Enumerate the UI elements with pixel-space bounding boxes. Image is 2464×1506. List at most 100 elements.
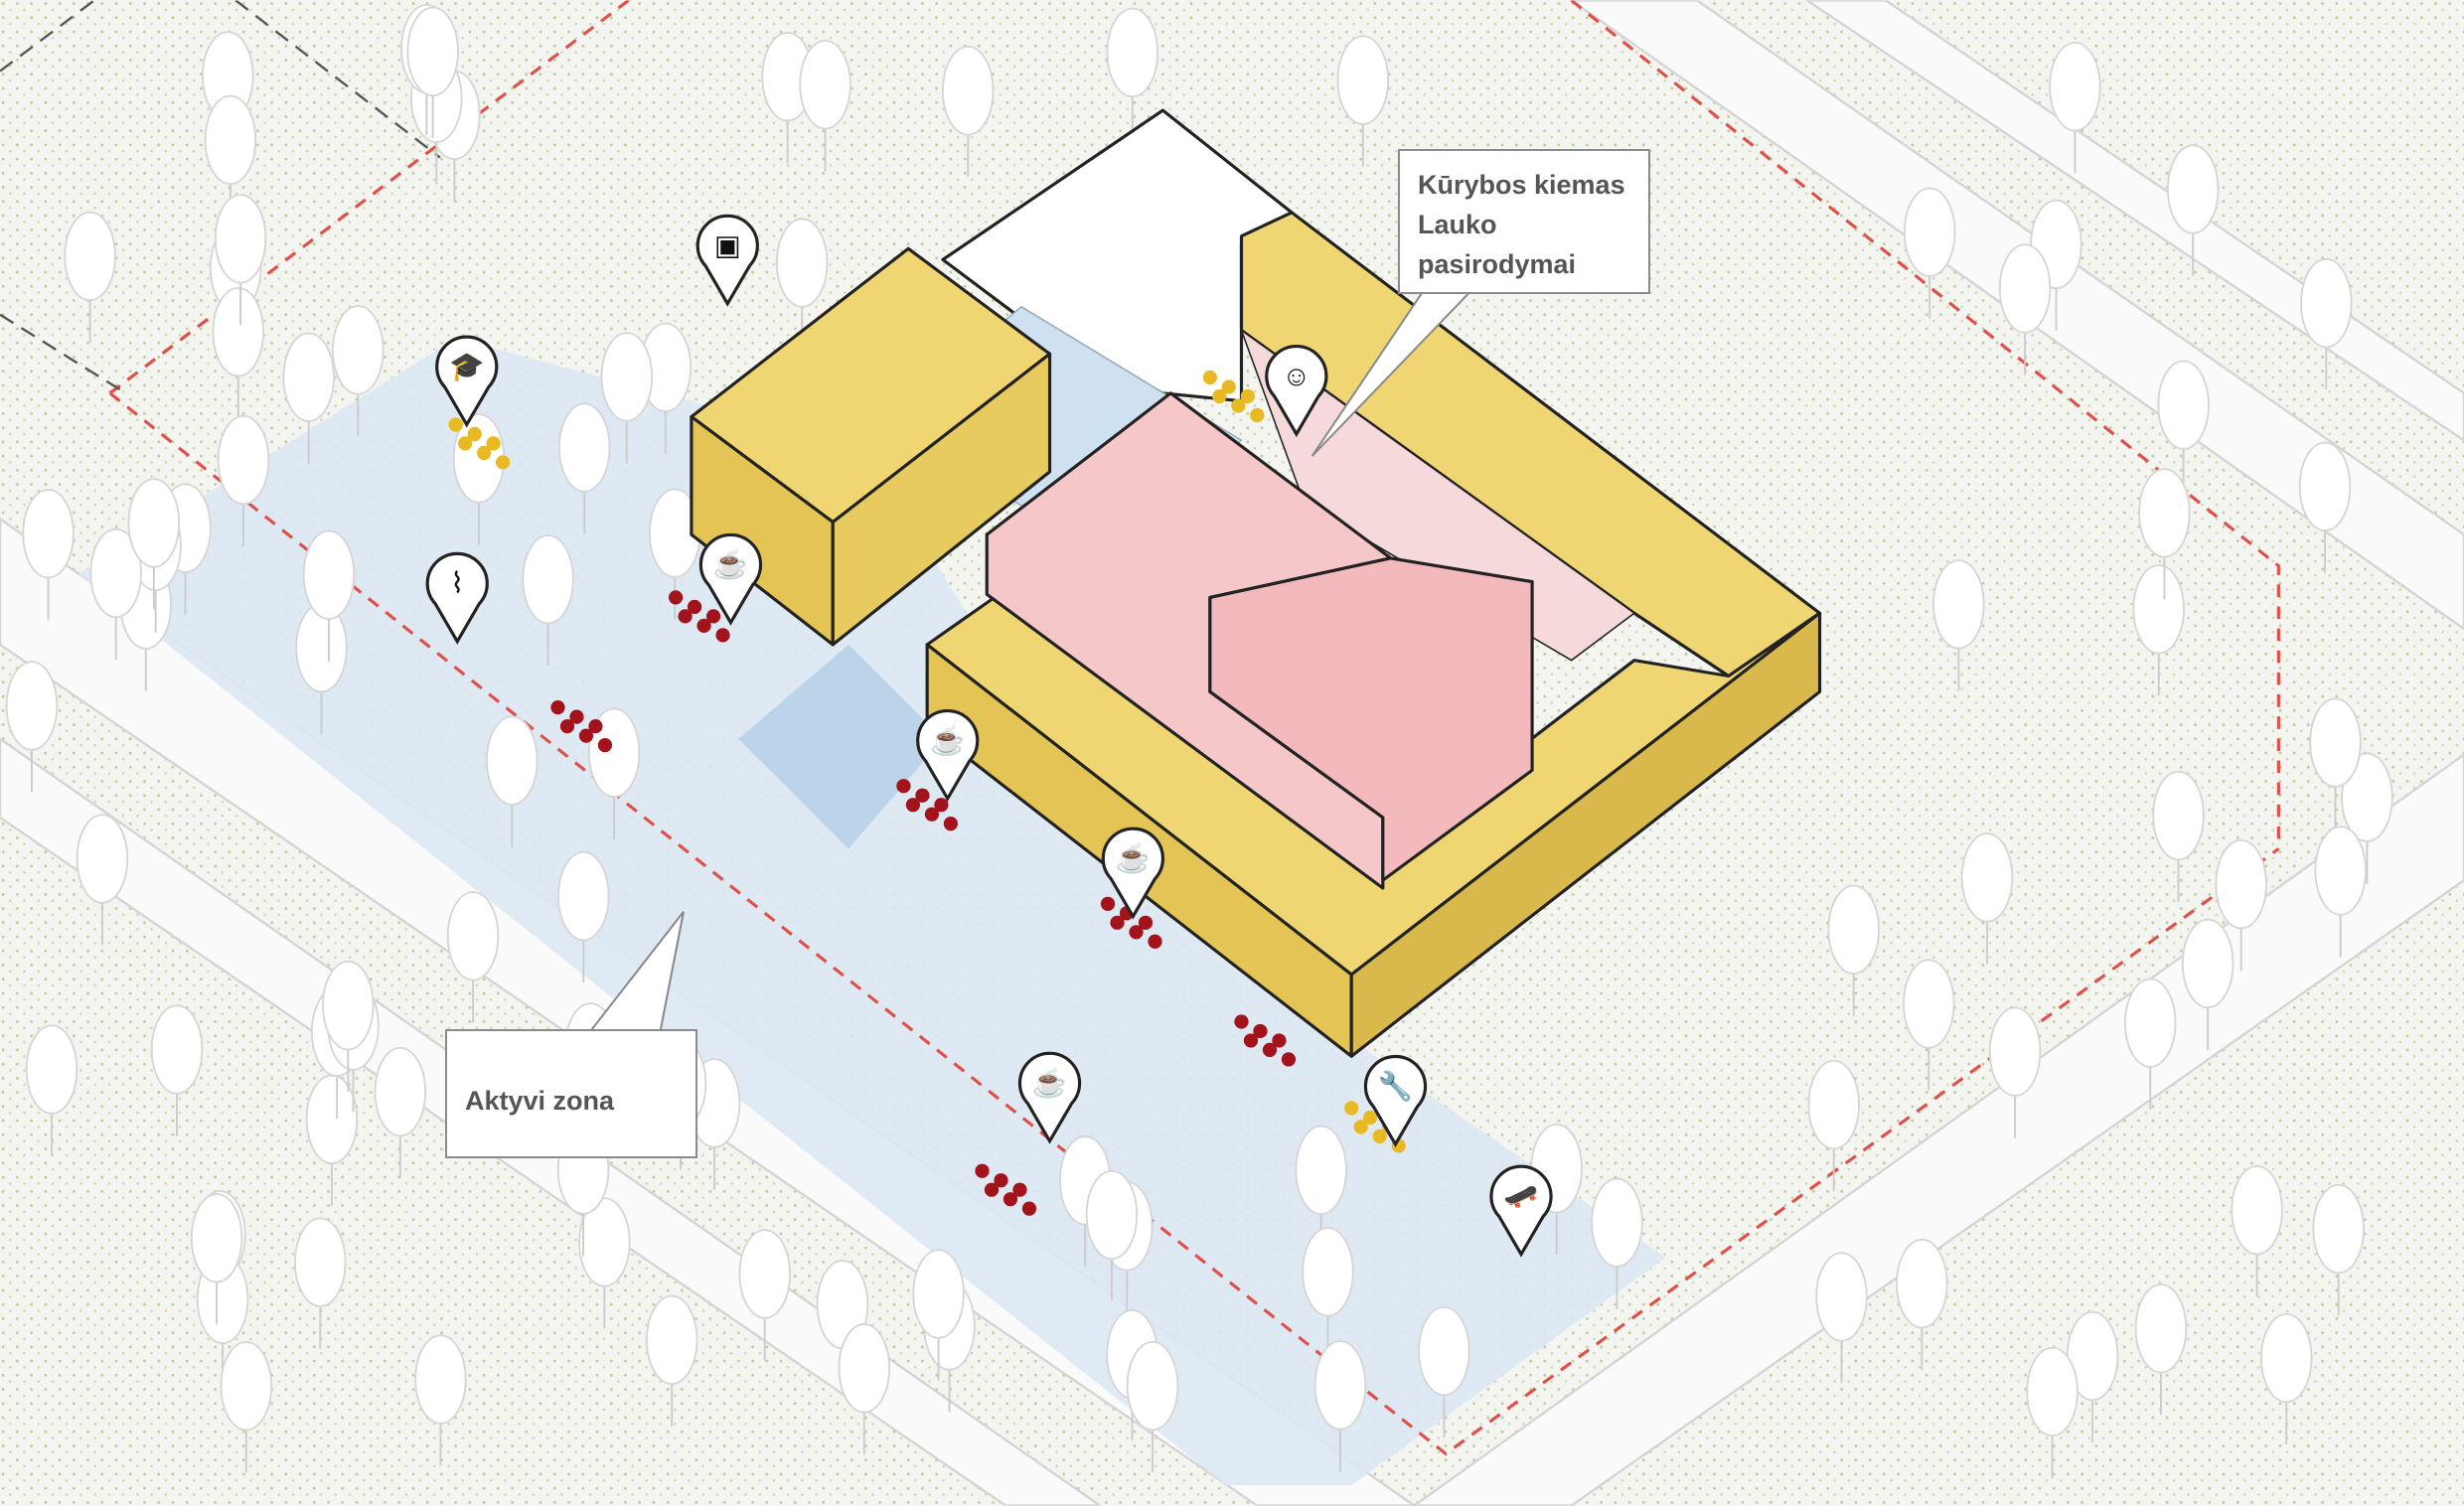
tree: [190, 1193, 243, 1325]
tree: [587, 707, 641, 839]
seat: [1272, 1033, 1287, 1048]
tree: [214, 194, 267, 326]
seat: [1372, 1129, 1387, 1144]
coffee-cup-icon: ☕: [930, 723, 965, 757]
tree: [452, 413, 506, 545]
map-marker[interactable]: ☕: [698, 532, 763, 626]
relax-lounger-icon: ⌇: [450, 568, 464, 600]
tree: [1896, 1238, 1948, 1371]
seat: [705, 609, 721, 624]
skateboarder-icon: 🛹: [1503, 1181, 1538, 1213]
tree: [486, 715, 539, 847]
tree: [446, 891, 500, 1023]
seat: [1012, 1182, 1027, 1197]
map-marker[interactable]: ☕: [1101, 827, 1164, 920]
callout-line: pasirodymai: [1418, 249, 1577, 279]
seat: [1202, 370, 1217, 385]
seat: [924, 807, 940, 822]
tree: [2134, 1283, 2188, 1416]
tree: [2166, 144, 2220, 276]
tree: [1988, 1006, 2042, 1138]
tree: [2123, 978, 2177, 1110]
tree: [1960, 832, 2014, 965]
seat: [1148, 934, 1162, 949]
tree: [2314, 826, 2367, 958]
seat: [597, 737, 613, 753]
tree: [1106, 7, 1159, 139]
tree: [639, 322, 693, 454]
map-marker[interactable]: ☕: [1017, 1051, 1082, 1144]
map-marker[interactable]: ☕: [916, 709, 980, 803]
tree: [2152, 770, 2205, 903]
seat: [1231, 398, 1246, 413]
seat: [934, 798, 949, 813]
tree: [1903, 959, 1955, 1091]
seat: [458, 436, 473, 451]
tree: [294, 1217, 347, 1349]
tree: [220, 1340, 273, 1473]
wrench-icon: 🔧: [1378, 1069, 1413, 1103]
tree: [374, 1046, 427, 1179]
tree: [1815, 1252, 1868, 1384]
courtyard: [1240, 329, 1635, 662]
seat: [1002, 1192, 1018, 1207]
tree: [414, 1334, 467, 1466]
seat: [678, 609, 693, 624]
tree: [557, 402, 611, 534]
tree: [1302, 1227, 1354, 1359]
callout-active-zone: Aktyvi zona: [445, 1029, 697, 1158]
pink-hall-block: [1208, 556, 1534, 882]
tree: [1827, 884, 1880, 1016]
theater-masks-icon: ☺: [1282, 361, 1310, 392]
map-marker[interactable]: 🎓: [435, 335, 499, 428]
tree: [1313, 1340, 1367, 1472]
public-zone-area: [78, 338, 1666, 1486]
tree: [2066, 1310, 2119, 1443]
tree: [1903, 187, 1956, 319]
tree: [912, 1249, 965, 1381]
tree: [332, 305, 385, 437]
seat: [1240, 388, 1255, 404]
seat: [943, 817, 959, 831]
tree: [217, 414, 270, 547]
map-marker[interactable]: ▣: [695, 214, 759, 307]
tree: [5, 661, 59, 793]
seat: [448, 417, 463, 432]
seat: [915, 788, 930, 803]
tree: [557, 850, 610, 982]
tree: [522, 533, 574, 667]
site-boundary: [108, 0, 2280, 1456]
tree: [2259, 1312, 2313, 1445]
callout-line: Lauko: [1418, 210, 1497, 239]
graduation-cap-icon: 🎓: [449, 351, 484, 382]
seat: [569, 709, 584, 724]
tree: [25, 1024, 78, 1156]
seat: [467, 426, 482, 442]
map-marker[interactable]: ⌇: [425, 551, 489, 645]
seat: [715, 628, 730, 643]
seat: [975, 1163, 990, 1178]
seat: [696, 618, 711, 634]
tree: [600, 332, 654, 464]
seat: [496, 455, 511, 470]
coffee-cup-icon: ☕: [1032, 1066, 1067, 1100]
tree: [2300, 257, 2353, 390]
map-markers: ▣ 🎓 ⌇ ☕ ☕ ☕ ☕ ☺ 🔧 🛹: [425, 214, 1553, 1258]
tree: [1932, 559, 1985, 691]
map-marker[interactable]: 🔧: [1363, 1055, 1428, 1147]
seat: [1253, 1023, 1268, 1039]
seat: [559, 718, 575, 734]
seat: [1281, 1052, 1297, 1067]
seat: [578, 728, 594, 743]
tree: [2138, 468, 2191, 600]
tree: [1807, 1059, 1860, 1192]
tree: [1336, 35, 1390, 167]
tree: [2049, 41, 2101, 174]
seat: [896, 779, 911, 794]
tree: [2231, 1164, 2283, 1297]
seat: [1243, 1033, 1259, 1048]
map-marker[interactable]: ☺: [1265, 345, 1328, 438]
seat: [477, 445, 492, 461]
map-marker[interactable]: 🛹: [1489, 1164, 1553, 1258]
